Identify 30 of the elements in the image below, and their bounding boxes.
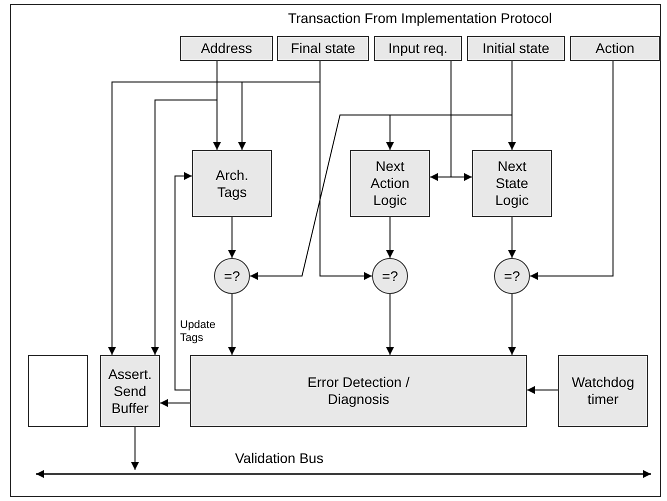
process-box: Next Action Logic xyxy=(350,150,430,217)
arrow xyxy=(508,294,516,356)
comparator-circle: =? xyxy=(372,258,408,294)
process-box: Watchdog timer xyxy=(558,355,648,427)
header-field: Address xyxy=(180,36,273,61)
arrow xyxy=(160,399,190,407)
empty-box xyxy=(28,355,88,427)
process-box: Arch. Tags xyxy=(192,150,272,217)
arrow xyxy=(320,60,372,280)
bus-label: Validation Bus xyxy=(235,450,324,467)
comparator-circle: =? xyxy=(214,258,250,294)
arrow xyxy=(508,216,516,258)
arrow xyxy=(228,216,236,258)
arrow xyxy=(386,294,394,356)
process-box: Error Detection / Diagnosis xyxy=(190,355,527,427)
arrow xyxy=(526,386,558,394)
arrow xyxy=(450,60,472,181)
header-field: Input req. xyxy=(374,36,462,61)
header-field: Action xyxy=(570,36,660,61)
process-box: Assert. Send Buffer xyxy=(100,355,160,427)
arrow xyxy=(174,172,192,390)
arrow xyxy=(530,60,614,280)
arrow xyxy=(131,426,139,470)
header-field: Final state xyxy=(277,36,369,61)
diagram-title: Transaction From Implementation Protocol xyxy=(286,10,554,26)
arrow xyxy=(228,294,236,356)
comparator-circle: =? xyxy=(494,258,530,294)
arrow xyxy=(386,216,394,258)
header-field: Initial state xyxy=(467,36,565,61)
process-box: Next State Logic xyxy=(472,150,552,217)
